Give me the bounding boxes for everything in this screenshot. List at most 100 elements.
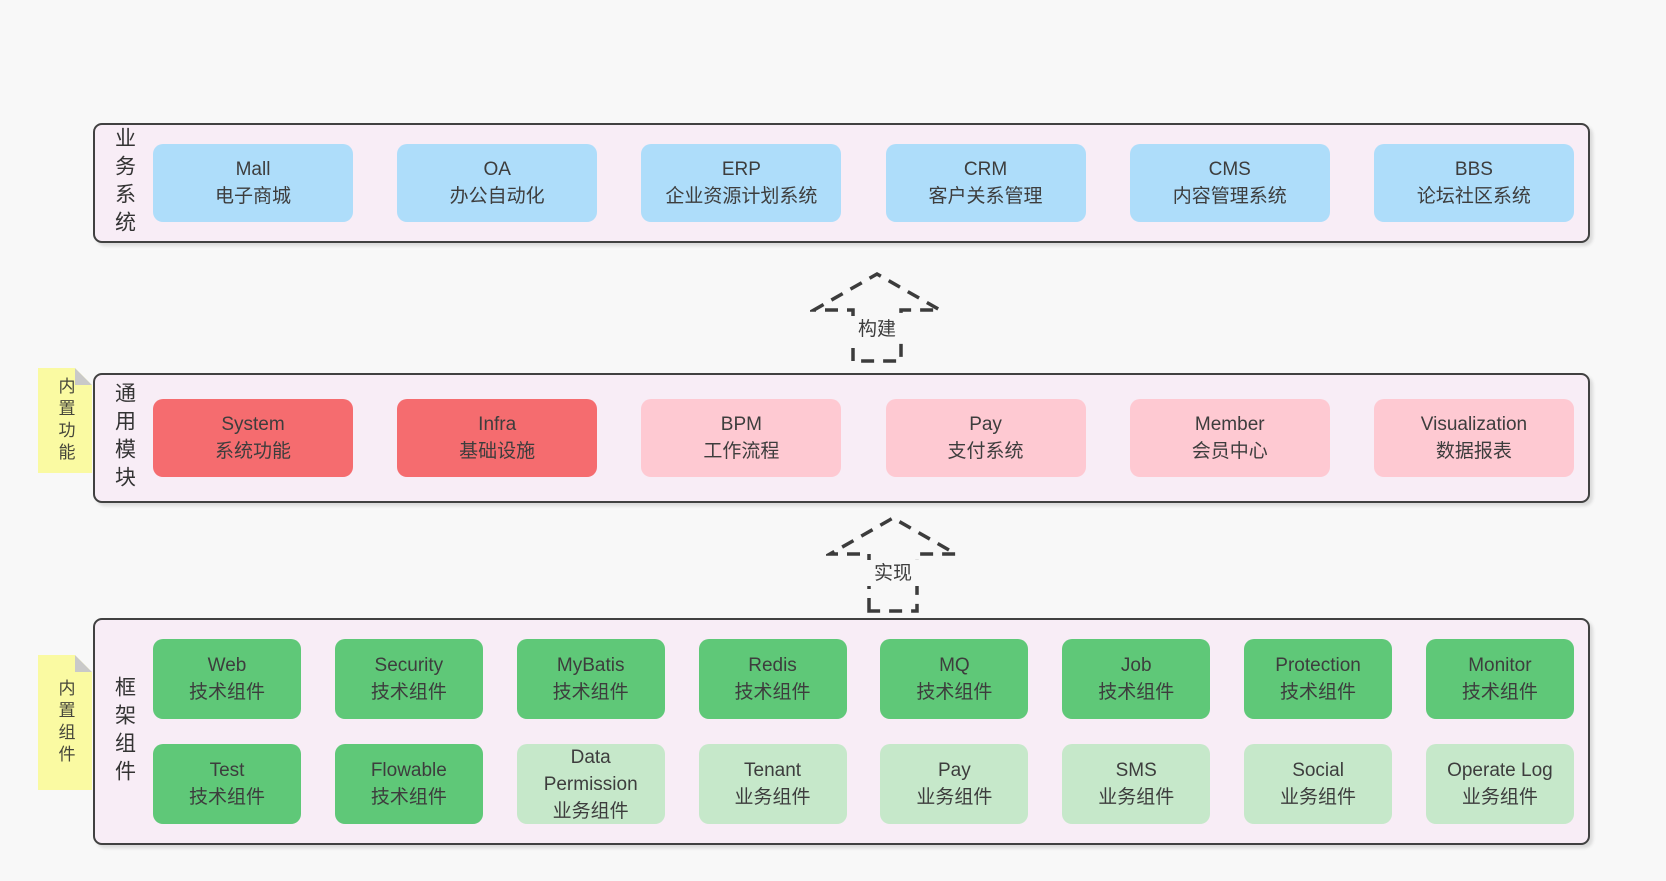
tech-components-row: Web 技术组件 Security 技术组件 MyBatis 技术组件 Redi…	[153, 639, 1574, 719]
sticky-note-builtin-components: 内置组件	[38, 655, 92, 790]
arrow-build-outline	[810, 271, 944, 363]
box-title: Pay	[938, 760, 971, 781]
arrow-label-backdrop	[866, 560, 920, 586]
box-title: Data Permission	[543, 746, 638, 795]
arrow-implement-outline	[826, 515, 960, 613]
framework-components-grid: Web 技术组件 Security 技术组件 MyBatis 技术组件 Redi…	[153, 620, 1588, 843]
box-subtitle: 业务组件	[1098, 787, 1175, 808]
box-mq: MQ 技术组件	[880, 639, 1029, 719]
sticky-note-text: 内置功能	[55, 376, 75, 465]
box-subtitle: 基础设施	[459, 441, 536, 462]
box-operate-log: Operate Log 业务组件	[1425, 744, 1574, 824]
box-subtitle: 支付系统	[947, 441, 1024, 462]
box-title: Mall	[235, 159, 271, 180]
box-subtitle: 技术组件	[370, 787, 447, 808]
box-title: Test	[209, 760, 245, 781]
box-member: Member 会员中心	[1129, 399, 1330, 477]
sticky-note-text: 内置组件	[55, 678, 75, 767]
box-social: Social 业务组件	[1244, 744, 1393, 824]
box-title: Security	[374, 655, 444, 676]
box-subtitle: 业务组件	[1461, 787, 1538, 808]
box-title: Protection	[1275, 655, 1361, 676]
arrow-build: 构建	[810, 271, 944, 363]
box-subtitle: 业务组件	[734, 787, 811, 808]
box-protection: Protection 技术组件	[1244, 639, 1393, 719]
box-title: System	[221, 414, 285, 435]
box-subtitle: 内容管理系统	[1172, 186, 1287, 207]
box-mybatis: MyBatis 技术组件	[516, 639, 665, 719]
box-subtitle: 电子商城	[214, 186, 291, 207]
box-subtitle: 会员中心	[1191, 441, 1268, 462]
box-crm: CRM 客户关系管理	[885, 144, 1086, 222]
box-title: OA	[483, 159, 511, 180]
box-monitor: Monitor 技术组件	[1425, 639, 1574, 719]
box-infra: Infra 基础设施	[397, 399, 598, 477]
layer-business-systems: 业务系统 Mall 电子商城 OA 办公自动化 ERP 企业资源计划系统 CRM…	[93, 123, 1590, 243]
box-sms: SMS 业务组件	[1062, 744, 1211, 824]
box-bpm: BPM 工作流程	[641, 399, 842, 477]
modules-layer-label: 通用模块	[95, 375, 153, 501]
box-erp: ERP 企业资源计划系统	[641, 144, 842, 222]
box-subtitle: 业务组件	[552, 800, 629, 822]
box-web: Web 技术组件	[153, 639, 301, 719]
box-redis: Redis 技术组件	[698, 639, 847, 719]
box-subtitle: 数据报表	[1435, 441, 1512, 462]
arrow-implement-label: 实现	[874, 562, 912, 584]
arrow-build-label: 构建	[858, 318, 896, 340]
layer-common-modules: 通用模块 System 系统功能 Infra 基础设施 BPM 工作流程 Pay…	[93, 373, 1590, 503]
box-subtitle: 系统功能	[214, 441, 291, 462]
box-pay: Pay 支付系统	[885, 399, 1086, 477]
box-test: Test 技术组件	[153, 744, 301, 824]
box-subtitle: 技术组件	[1280, 682, 1357, 703]
box-cms: CMS 内容管理系统	[1129, 144, 1330, 222]
business-systems-row: Mall 电子商城 OA 办公自动化 ERP 企业资源计划系统 CRM 客户关系…	[153, 125, 1588, 241]
box-subtitle: 技术组件	[1461, 682, 1538, 703]
box-title: Pay	[969, 414, 1002, 435]
arrow-implement: 实现	[826, 515, 960, 613]
box-title: Operate Log	[1447, 760, 1553, 781]
sticky-note-builtin-features: 内置功能	[38, 368, 92, 473]
box-pay-biz: Pay 业务组件	[880, 744, 1029, 824]
arrow-label-backdrop	[850, 316, 904, 342]
box-title: Tenant	[744, 760, 802, 781]
box-title: Flowable	[370, 760, 447, 781]
box-subtitle: 技术组件	[552, 682, 629, 703]
box-title: SMS	[1115, 760, 1157, 781]
box-title: ERP	[721, 159, 761, 180]
box-title: Visualization	[1420, 414, 1528, 435]
components-layer-label-text: 框架组件	[112, 675, 136, 788]
components-layer-label: 框架组件	[95, 620, 153, 843]
box-title: Social	[1292, 760, 1344, 781]
box-title: Redis	[748, 655, 797, 676]
box-subtitle: 办公自动化	[449, 186, 545, 207]
box-tenant: Tenant 业务组件	[698, 744, 847, 824]
box-subtitle: 工作流程	[703, 441, 780, 462]
business-layer-label-text: 业务系统	[112, 127, 136, 239]
box-subtitle: 客户关系管理	[928, 186, 1043, 207]
box-title: Member	[1194, 414, 1265, 435]
common-modules-row: System 系统功能 Infra 基础设施 BPM 工作流程 Pay 支付系统…	[153, 375, 1588, 501]
box-bbs: BBS 论坛社区系统	[1373, 144, 1574, 222]
box-title: MQ	[939, 655, 970, 676]
box-title: Job	[1120, 655, 1152, 676]
business-layer-label: 业务系统	[95, 125, 153, 241]
box-oa: OA 办公自动化	[397, 144, 598, 222]
box-title: BPM	[720, 414, 762, 435]
box-subtitle: 企业资源计划系统	[665, 186, 818, 207]
box-title: Monitor	[1468, 655, 1532, 676]
biz-components-row: Test 技术组件 Flowable 技术组件 Data Permission …	[153, 744, 1574, 824]
box-subtitle: 技术组件	[188, 682, 265, 703]
box-subtitle: 技术组件	[916, 682, 993, 703]
layer-framework-components: 框架组件 Web 技术组件 Security 技术组件 MyBatis 技术组件…	[93, 618, 1590, 845]
box-title: CRM	[963, 159, 1008, 180]
box-subtitle: 技术组件	[734, 682, 811, 703]
box-subtitle: 技术组件	[188, 787, 265, 808]
box-title: Infra	[478, 414, 517, 435]
box-security: Security 技术组件	[334, 639, 483, 719]
box-data-permission: Data Permission 业务组件	[516, 744, 665, 824]
box-title: CMS	[1208, 159, 1251, 180]
box-system: System 系统功能	[153, 399, 353, 477]
box-title: BBS	[1454, 159, 1493, 180]
box-mall: Mall 电子商城	[153, 144, 353, 222]
